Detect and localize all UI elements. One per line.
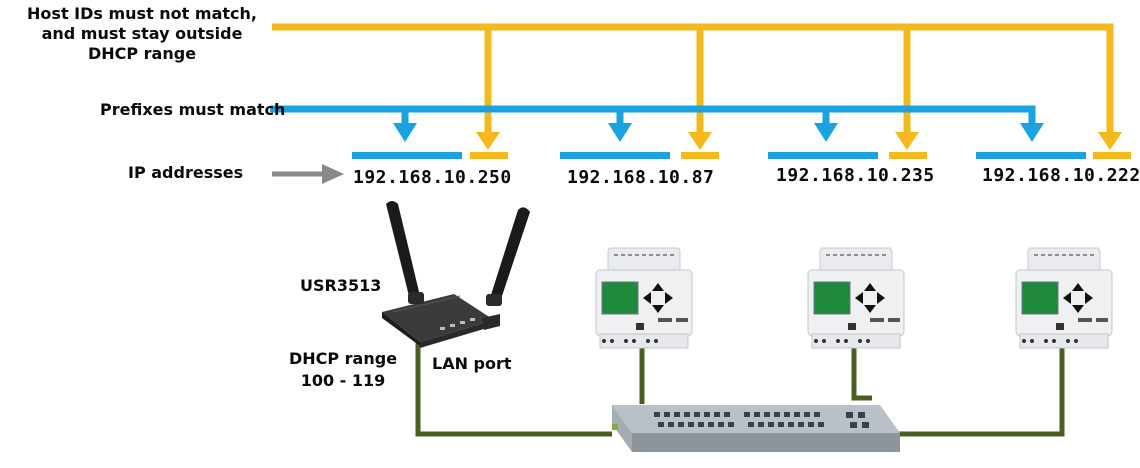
ip-address-1: 192.168.10.250 — [353, 167, 512, 188]
ip-address-3: 192.168.10.235 — [776, 165, 935, 186]
prefix-bar — [560, 152, 670, 159]
prefixes-note: Prefixes must match — [100, 100, 286, 119]
cellular-router-icon — [382, 201, 530, 348]
host-ids-line-2: and must stay outside — [41, 24, 243, 43]
network-switch-icon — [612, 405, 900, 452]
plc-devices — [595, 247, 1113, 349]
router-name: USR3513 — [300, 276, 382, 295]
host-id-lines — [272, 23, 1114, 140]
dhcp-range-line-2: 100 - 119 — [300, 371, 386, 390]
plc-icon — [595, 247, 693, 349]
ip-address-2: 192.168.10.87 — [567, 167, 715, 188]
host-bar — [889, 152, 927, 159]
dhcp-range-line-1: DHCP range — [288, 349, 398, 368]
prefix-bar — [768, 152, 878, 159]
host-ids-note: Host IDs must not match, and must stay o… — [8, 4, 276, 64]
host-bar — [681, 152, 719, 159]
prefix-bar — [352, 152, 462, 159]
ip-address-4: 192.168.10.222 — [982, 165, 1140, 186]
plc-icon — [807, 247, 905, 349]
host-ids-line-3: DHCP range — [87, 44, 197, 63]
address-bars — [352, 152, 1131, 159]
ip-arrow-icon — [272, 164, 344, 184]
host-bar — [470, 152, 508, 159]
prefix-lines — [270, 105, 1036, 128]
lan-port-label: LAN port — [432, 354, 512, 373]
host-bar — [1093, 152, 1131, 159]
prefix-arrowheads — [393, 123, 1044, 142]
ip-addresses-label: IP addresses — [128, 163, 244, 182]
plc-icon — [1015, 247, 1113, 349]
host-ids-line-1: Host IDs must not match, — [27, 4, 257, 23]
host-id-arrowheads — [476, 132, 1122, 150]
lan-cables — [415, 343, 1065, 437]
prefix-bar — [976, 152, 1086, 159]
dhcp-range-note: DHCP range 100 - 119 — [278, 348, 408, 392]
